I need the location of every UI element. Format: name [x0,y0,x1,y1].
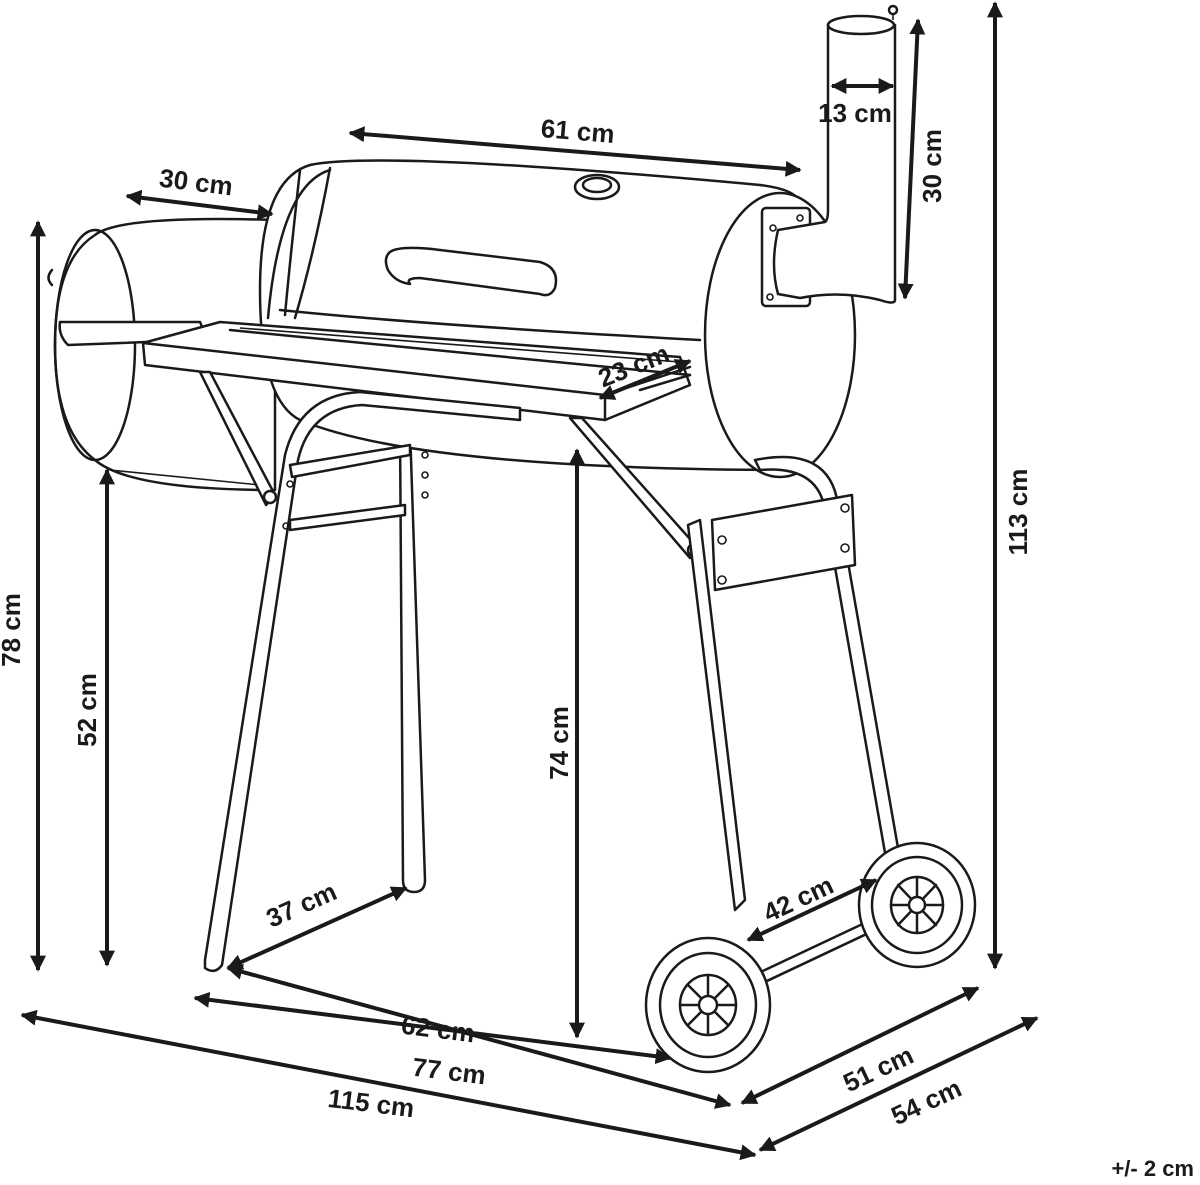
front-wheel [644,936,772,1074]
label-overall-height: 113 cm [1003,469,1033,556]
chimney [760,4,899,308]
dim-line-chamber-length [348,126,802,177]
label-leg-spacing: 62 cm [400,1010,477,1049]
label-base-length: 77 cm [411,1052,488,1091]
dim-line-chimney-height [897,18,926,300]
dim-line-overall-length [20,1009,757,1161]
label-axle-length: 42 cm [758,870,838,928]
label-firebox-height: 78 cm [0,593,26,667]
back-legs [398,426,429,894]
dim-line-firebox-length [125,189,274,221]
rear-wheel [857,841,977,969]
label-shelf-height: 74 cm [544,706,574,780]
label-leg-depth: 37 cm [262,876,342,933]
tolerance-note: +/- 2 cm [1111,1156,1194,1181]
label-overall-depth: 54 cm [886,1073,966,1131]
label-firebox-length: 30 cm [158,163,235,202]
label-firebox-bottom: 52 cm [72,673,102,747]
dim-line-shelf-depth [598,359,692,400]
dim-line-overall-depth [758,1016,1039,1152]
front-frame [203,390,910,973]
dim-line-leg-depth [226,886,408,970]
label-chamber-length: 61 cm [540,113,616,149]
dim-line-axle [746,878,878,942]
label-chimney-diameter: 13 cm [818,98,892,128]
dimension-lines [20,1,1039,1161]
side-shelf [141,320,702,560]
label-chimney-height: 30 cm [917,129,947,203]
